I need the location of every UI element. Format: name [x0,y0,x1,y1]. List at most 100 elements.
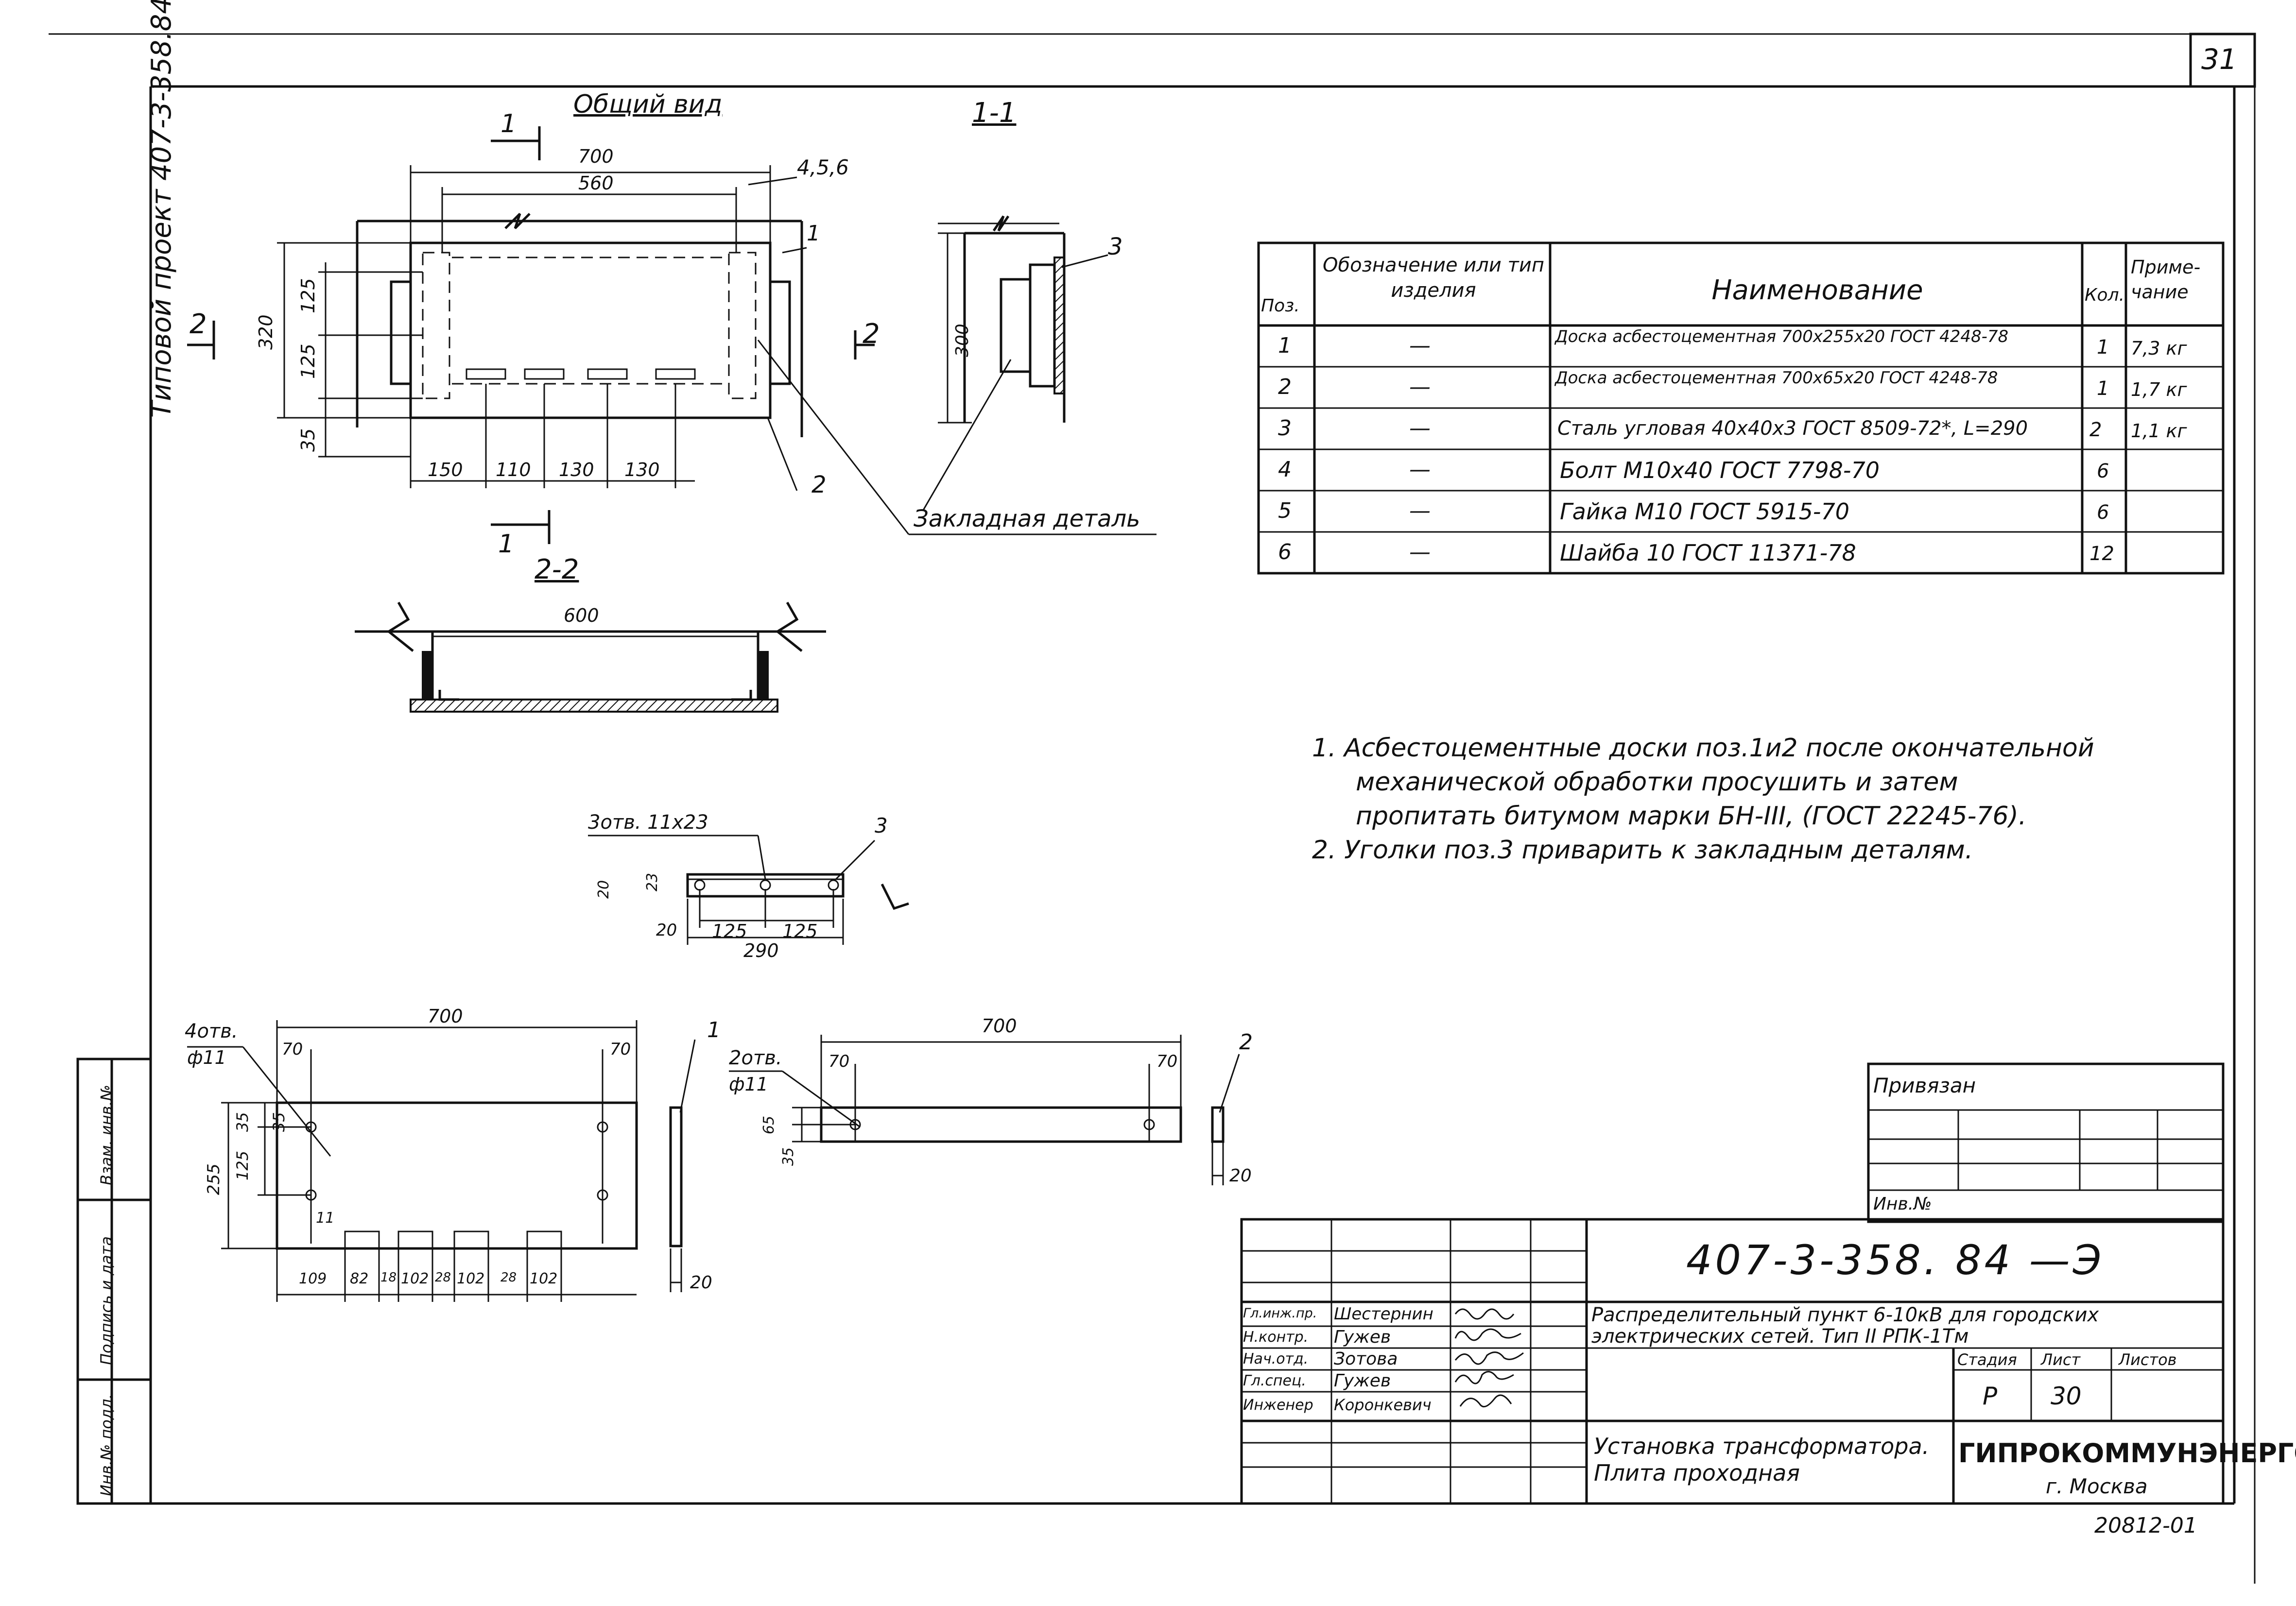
board1-dim-20: 20 [690,1273,712,1293]
binding-title: Привязан [1873,1074,1976,1097]
spec-cell-note: 7,3 кг [2131,338,2187,359]
sheets-label: Листов [2119,1350,2177,1369]
dim-320: 320 [255,314,276,350]
spec-cell-pos: 6 [1278,540,1292,564]
spec-cell-des: — [1409,375,1431,399]
dim-700: 700 [578,146,614,167]
dim-35: 35 [297,428,319,452]
spec-cell-name: Болт М10х40 ГОСТ 7798-70 [1560,457,1880,483]
board1-dim-70-left: 70 [282,1040,303,1059]
spec-cell-note: 1,1 кг [2131,420,2187,442]
board2-dim-35: 35 [780,1147,797,1166]
board2-dim-65: 65 [760,1115,777,1134]
board1-dim-255: 255 [204,1163,224,1195]
spec-header-qty: Кол. [2085,285,2125,305]
spec-cell-qty: 6 [2097,501,2109,524]
section-22-title: 2-2 [535,554,579,585]
angle-dim-290: 290 [743,940,779,961]
dim-125-a: 125 [297,278,319,313]
spec-cell-des: — [1409,457,1431,482]
dim-600: 600 [564,605,599,626]
board1-dim-109: 109 [299,1270,327,1287]
pos-label-1: 1 [807,221,820,246]
board1-dim-28-b: 28 [501,1270,517,1285]
signer-name: Гужев [1334,1371,1391,1391]
spec-cell-des: — [1409,498,1431,523]
sheet-value: 30 [2051,1382,2082,1410]
sheet-label: Лист [2041,1350,2081,1369]
board1-dim-18: 18 [380,1270,397,1285]
signer-name: Гужев [1334,1327,1391,1347]
binding-inv: Инв.№ [1873,1194,1932,1214]
sheet-frame [49,33,2256,1584]
cut-mark-top: 1 [501,109,517,138]
spec-cell-name: Доска асбестоцементная 700х65х20 ГОСТ 42… [1555,368,1998,388]
board1-dim-102-b: 102 [457,1270,485,1287]
signer-name: Зотова [1334,1349,1398,1369]
binding-grid [1867,1062,2225,1223]
angle-dim-125-a: 125 [712,921,747,942]
dim-125-b: 125 [297,343,319,379]
spec-header-pos: Поз. [1261,296,1300,316]
spec-header-note: Приме-чание [2131,256,2201,303]
document-code: 407-3-358. 84 —Э [1686,1236,2105,1284]
section-11 [922,215,1108,511]
board1-dim-700: 700 [428,1006,463,1027]
spec-cell-name: Гайка М10 ГОСТ 5915-70 [1560,498,1850,525]
pos-label-3-section: 3 [1108,233,1123,260]
stage-label: Стадия [1957,1350,2017,1369]
board2-dim-70-left: 70 [829,1052,850,1071]
signer-role: Н.контр. [1243,1329,1309,1346]
spec-cell-name: Доска асбестоцементная 700х255х20 ГОСТ 4… [1555,327,2009,346]
cut-mark-right: 2 [863,318,880,350]
side-title: Типовой проект 407-3-358.84 Альбом I [146,0,177,418]
pos-label-2: 2 [811,471,827,498]
spec-cell-qty: 6 [2097,460,2109,482]
board2-dim-20: 20 [1229,1166,1252,1186]
signer-name: Шестернин [1334,1304,1433,1324]
board1-hole-dia: ф11 [187,1047,226,1068]
angle-pos-label: 3 [875,814,888,837]
spec-cell-pos: 1 [1278,333,1292,358]
spec-header-designation: Обозначение или тип изделия [1323,254,1544,302]
pos-label-456: 4,5,6 [797,155,849,179]
spec-cell-qty: 1 [2097,336,2109,359]
signer-name: Коронкевич [1334,1396,1432,1414]
cut-mark-left: 2 [190,308,207,340]
angle-dim-20-v: 20 [595,880,612,899]
board1-dim-102-c: 102 [530,1270,558,1287]
spec-cell-pos: 4 [1278,457,1292,482]
board1-dim-35-b: 35 [270,1112,288,1132]
spec-cell-note: 1,7 кг [2131,379,2187,400]
angle-dim-23: 23 [644,872,661,891]
general-view-title: Общий вид [573,90,723,119]
note-line-2: механической обработки просушить и затем [1356,768,1958,797]
spec-cell-name: Сталь угловая 40х40х3 ГОСТ 8509-72*, L=2… [1557,417,2028,440]
board2-view [729,1035,1240,1185]
angle-dim-20: 20 [656,921,677,940]
title-block-grid [1240,1218,2225,1505]
spec-cell-des: — [1409,333,1431,358]
board2-pos: 2 [1239,1030,1253,1055]
board1-dim-70-right: 70 [610,1040,631,1059]
spec-cell-name: Шайба 10 ГОСТ 11371-78 [1560,540,1856,566]
board1-dim-28-a: 28 [435,1270,451,1285]
cut-mark-bottom: 1 [498,530,515,559]
board2-holes-label: 2отв. [729,1047,782,1069]
note-line-4: 2. Уголки поз.3 приварить к закладным де… [1312,836,1973,865]
dim-130-a: 130 [559,459,594,480]
general-view [187,126,1157,544]
dim-560: 560 [578,172,614,194]
spec-cell-pos: 2 [1278,375,1292,399]
project-title: Распределительный пункт 6-10кВ для город… [1591,1304,2099,1348]
board2-hole-dia: ф11 [729,1074,768,1095]
dim-300: 300 [952,324,972,357]
note-line-1: 1. Асбестоцементные доски поз.1и2 после … [1312,734,2094,763]
spec-header-name: Наименование [1711,274,1923,306]
dim-130-b: 130 [624,459,660,480]
board1-dim-11: 11 [316,1210,335,1227]
board1-dim-35-a: 35 [233,1112,252,1132]
board2-dim-700: 700 [982,1015,1017,1037]
signer-role: Гл.спец. [1243,1372,1306,1389]
